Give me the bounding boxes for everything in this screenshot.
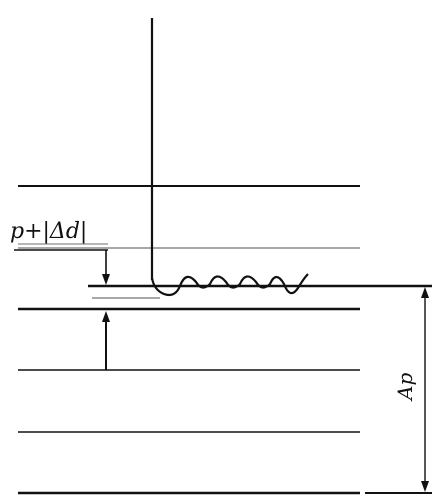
- cutting-wave-trace: [150, 273, 309, 297]
- depth-arrow-top: [421, 287, 429, 298]
- depth-arrow-bottom: [421, 481, 429, 492]
- gap-arrow-upper-head: [102, 274, 110, 285]
- gap-arrow-lower-head: [102, 311, 110, 322]
- gap-formula-label: p+|Δd|: [10, 219, 87, 244]
- depth-label: Ap: [393, 373, 417, 402]
